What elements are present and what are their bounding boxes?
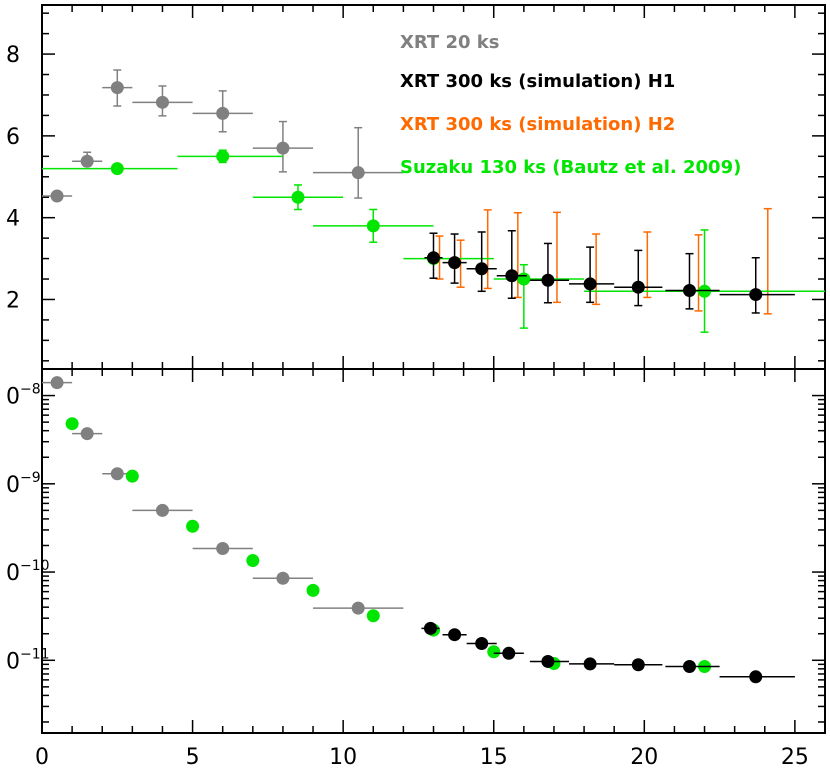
data-series [435,207,772,315]
data-point [427,251,440,265]
legend-entry-suzaku: Suzaku 130 ks (Bautz et al. 2009) [400,157,741,178]
legend-entry-xrt-300ks-h2: XRT 300 ks (simulation) H2 [400,114,675,135]
data-point [50,376,64,390]
data-point [749,288,763,302]
top-panel: 2 4 6 8 [6,4,826,370]
data-point [475,636,489,650]
data-point [306,583,320,597]
data-point [631,280,645,294]
data-point [423,621,437,635]
bottom-panel: 0−8 0−9 0−10 0−11 0 5 10 15 20 25 [6,368,826,770]
data-point [246,554,260,568]
plot-frame [41,4,826,370]
y-tick-label: 8 [6,43,20,68]
data-point [517,272,531,286]
data-point [110,81,124,95]
legend: XRT 20 ks XRT 300 ks (simulation) H1 XRT… [400,32,741,178]
x-tick-label: 15 [480,745,508,770]
data-series [424,230,795,314]
y-tick-label: 6 [6,125,20,150]
data-point [487,645,501,659]
data-point [698,284,712,298]
data-point [216,149,230,163]
data-point [276,571,290,585]
data-point [110,467,124,481]
data-point [291,190,305,204]
data-point [80,154,94,168]
x-tick-label: 5 [186,745,200,770]
x-tick-label: 10 [329,745,357,770]
data-point [80,427,94,441]
data-point [502,646,516,660]
data-point [216,106,230,120]
y-tick-label-exponent: −8 [20,382,41,398]
data-point [475,262,489,276]
data-point [186,519,200,533]
data-point [351,601,365,615]
x-tick-label: 25 [781,745,809,770]
data-point [448,256,462,270]
data-point [682,660,696,674]
data-point [631,658,645,672]
data-series [421,621,795,684]
y-tick-label: 2 [6,288,20,313]
y-tick-label: 0−11 [6,646,50,674]
data-point [749,670,763,684]
y-tick-label: 0−9 [6,470,41,498]
data-point [50,189,64,203]
data-point [155,503,169,517]
data-point [216,541,230,555]
data-point [366,219,380,233]
y-tick-label-exponent: −10 [20,558,50,574]
legend-entry-xrt-20ks: XRT 20 ks [400,32,499,53]
legend-entry-xrt-300ks-h1: XRT 300 ks (simulation) H1 [400,71,675,92]
data-series [42,376,404,615]
data-point [125,469,139,483]
data-point [541,654,555,668]
data-point [583,657,597,671]
data-point [65,417,79,431]
data-point [155,95,169,109]
y-tick-label: 0−8 [6,382,41,410]
data-point [583,277,597,291]
y-tick-label-exponent: −11 [20,646,50,662]
data-point [541,273,555,287]
data-point [682,283,696,297]
y-tick-label-exponent: −9 [20,470,41,486]
x-tick-label: 20 [630,745,658,770]
y-tick-label: 4 [6,207,20,232]
data-series [65,417,712,674]
y-tick-label: 0−10 [6,558,50,586]
data-series [42,69,404,203]
plot-frame [41,368,826,734]
data-point [505,269,519,283]
data-point [276,141,290,155]
data-point [366,609,380,623]
data-point [448,628,462,642]
x-tick-label: 0 [35,745,49,770]
data-point [110,162,124,176]
data-point [351,166,365,180]
